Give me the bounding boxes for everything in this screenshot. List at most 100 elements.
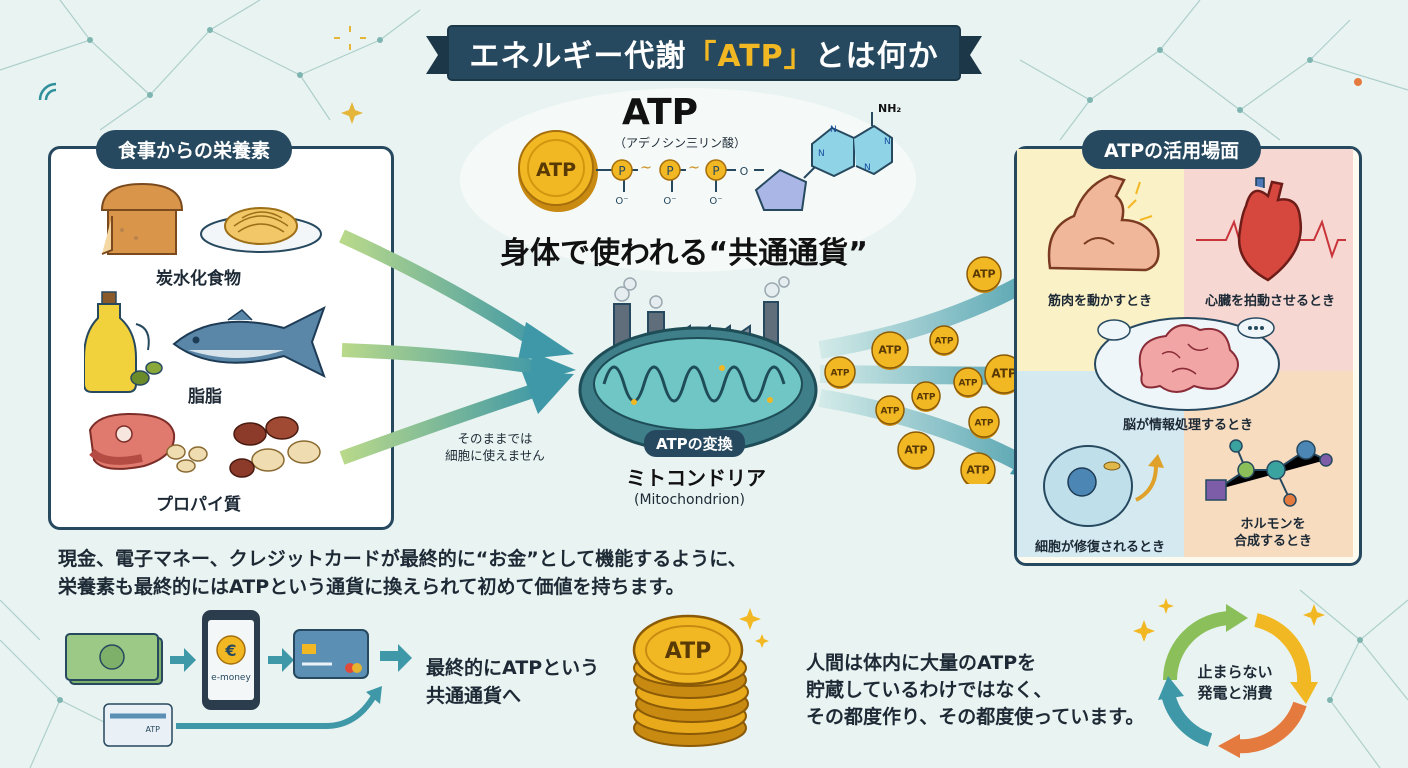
- nutrient-note-line1: そのままでは: [457, 431, 533, 446]
- page-title: エネルギー代謝「ATP」とは何か: [426, 22, 982, 84]
- usage-panel-tag: ATPの活用場面: [1082, 130, 1262, 169]
- olive-oil-icon: [84, 291, 163, 393]
- atp-coin-label: ATP: [536, 159, 576, 181]
- brain-icon: [1094, 317, 1280, 411]
- fish-icon: [172, 306, 326, 378]
- atp-molecule-diagram: ATP P P P ~ ~ O⁻ O⁻ O⁻ O NH₂ N N N N: [518, 102, 901, 212]
- oxygen-link: O: [740, 165, 749, 178]
- heart-icon: [1196, 177, 1346, 282]
- nitrogen-3: N: [884, 137, 891, 147]
- atp-coin-label: ATP: [991, 367, 1017, 381]
- atp-coin-label: ATP: [830, 369, 849, 379]
- atp-coin: ATP: [929, 325, 959, 356]
- phosphate-1: P: [618, 164, 625, 178]
- atp-coin-label: ATP: [974, 419, 993, 429]
- beans-icon: [229, 416, 321, 478]
- atp-info-bubble: [460, 88, 916, 272]
- nuts-icon: [166, 444, 208, 473]
- atp-coin-label: ATP: [934, 337, 953, 347]
- title-suffix: とは何か: [814, 39, 939, 74]
- brain-label: 脳が情報処理するとき: [1122, 418, 1253, 433]
- cycle-label-line1: 止まらない: [1197, 663, 1273, 681]
- smartphone-icon: € e-money: [202, 610, 260, 710]
- explanation-line1: 現金、電子マネー、クレジットカードが最終的に“お金”として機能するように、: [58, 548, 747, 570]
- atp-coin-stack: ATP: [632, 608, 769, 747]
- hormone-label-line1: ホルモンを: [1240, 517, 1306, 532]
- atp-coin: ATP: [824, 356, 856, 389]
- nitrogen-2: N: [830, 125, 837, 135]
- cell-repair-icon: [1043, 445, 1164, 527]
- title-prefix: エネルギー代謝: [469, 39, 687, 74]
- atp-coin-label: ATP: [916, 393, 935, 403]
- oxygen-3: O⁻: [709, 196, 722, 207]
- cell-repair-label: 細胞が修復されるとき: [1034, 540, 1165, 555]
- high-energy-bond-2: ~: [688, 160, 700, 176]
- atp-subheading: （アデノシン三リン酸）: [614, 136, 747, 150]
- high-energy-bond-1: ~: [640, 160, 652, 176]
- oxygen-1: O⁻: [615, 196, 628, 207]
- phosphate-3: P: [712, 164, 719, 178]
- atp-coin-label: ATP: [972, 268, 995, 281]
- atp-coin: ATP: [911, 381, 941, 412]
- amine-group: NH₂: [878, 102, 901, 115]
- atp-card-icon: ATP: [103, 703, 173, 747]
- atp-coin-label: ATP: [966, 464, 989, 477]
- fat-label: 脂脂: [188, 387, 222, 407]
- conversion-badge: ATPの変換: [644, 430, 745, 457]
- cycle-label: 止まらない 発電と消費: [1188, 662, 1282, 704]
- storage-note-line1: 人間は体内に大量のATPを: [806, 652, 1037, 674]
- protein-label: プロパイ質: [156, 495, 241, 515]
- coin-stack-label: ATP: [665, 639, 711, 664]
- nitrogen-4: N: [864, 163, 871, 173]
- cycle-label-line2: 発電と消費: [1197, 684, 1273, 702]
- nutrient-flow-arrows: [339, 229, 576, 465]
- atp-coin-label: ATP: [880, 407, 899, 417]
- nutrient-note: そのままでは 細胞に使えません: [420, 430, 570, 464]
- heart-label: 心臓を拍動させるとき: [1204, 294, 1335, 309]
- atp-coin: ATP: [871, 331, 909, 370]
- title-banner: エネルギー代謝「ATP」とは何か: [426, 22, 982, 84]
- money-flow-diagram: € e-money ATP: [65, 610, 412, 747]
- nutrient-note-line2: 細胞に使えません: [445, 448, 545, 463]
- atp-coin: ATP: [966, 256, 1002, 293]
- atp-coin-label: ATP: [904, 444, 927, 457]
- muscle-label: 筋肉を動かすとき: [1047, 294, 1152, 309]
- atp-coin: ATP: [875, 395, 905, 426]
- hormone-molecule-icon: [1205, 439, 1333, 507]
- atp-coin: ATP: [984, 354, 1024, 395]
- bread-icon: [100, 182, 184, 255]
- title-highlight: 「ATP」: [686, 39, 815, 74]
- pasta-icon: [200, 207, 322, 253]
- phosphate-2: P: [666, 164, 673, 178]
- energy-cycle-diagram: [1133, 598, 1325, 758]
- e-money-label: e-money: [211, 673, 251, 683]
- meat-icon: [88, 412, 176, 470]
- atp-coin: ATP: [897, 431, 935, 470]
- atp-heading: ATP: [622, 92, 699, 133]
- euro-symbol: €: [224, 641, 236, 660]
- mitochondria-latin-label: (Mitochondrion): [634, 492, 745, 508]
- nutrients-panel-tag: 食事からの栄養素: [96, 130, 293, 169]
- explanation-line2: 栄養素も最終的にはATPという通貨に換えられて初めて価値を持ちます。: [58, 576, 685, 598]
- mitochondria-label: ミトコンドリア: [626, 466, 766, 490]
- mitochondria-factory-illustration: [578, 276, 818, 454]
- atp-card-label: ATP: [145, 725, 160, 734]
- storage-note: 人間は体内に大量のATPを 貯蔵しているわけではなく、 その都度作り、その都度使…: [806, 650, 1144, 731]
- signal-icon: [38, 82, 57, 101]
- nitrogen-1: N: [818, 149, 825, 159]
- atp-coin-cluster: ATP ATP ATP ATP ATP ATP ATP ATP ATP ATP ATP: [824, 256, 1024, 484]
- carbohydrate-label: 炭水化食物: [156, 269, 241, 289]
- hormone-label: ホルモンを 合成するとき: [1208, 516, 1338, 550]
- atp-coin-label: ATP: [958, 379, 977, 389]
- final-currency-text: 最終的にATPという 共通通貨へ: [426, 654, 599, 710]
- atp-coin: ATP: [953, 367, 983, 398]
- storage-note-line3: その都度作り、その都度使っています。: [806, 706, 1145, 728]
- atp-coin: ATP: [960, 452, 996, 484]
- atp-coin: ATP: [968, 406, 1000, 439]
- muscle-arm-icon: [1047, 174, 1160, 272]
- credit-card-icon: [293, 629, 369, 679]
- storage-note-line2: 貯蔵しているわけではなく、: [806, 679, 1053, 701]
- oxygen-2: O⁻: [663, 196, 676, 207]
- cash-icon: [65, 633, 163, 685]
